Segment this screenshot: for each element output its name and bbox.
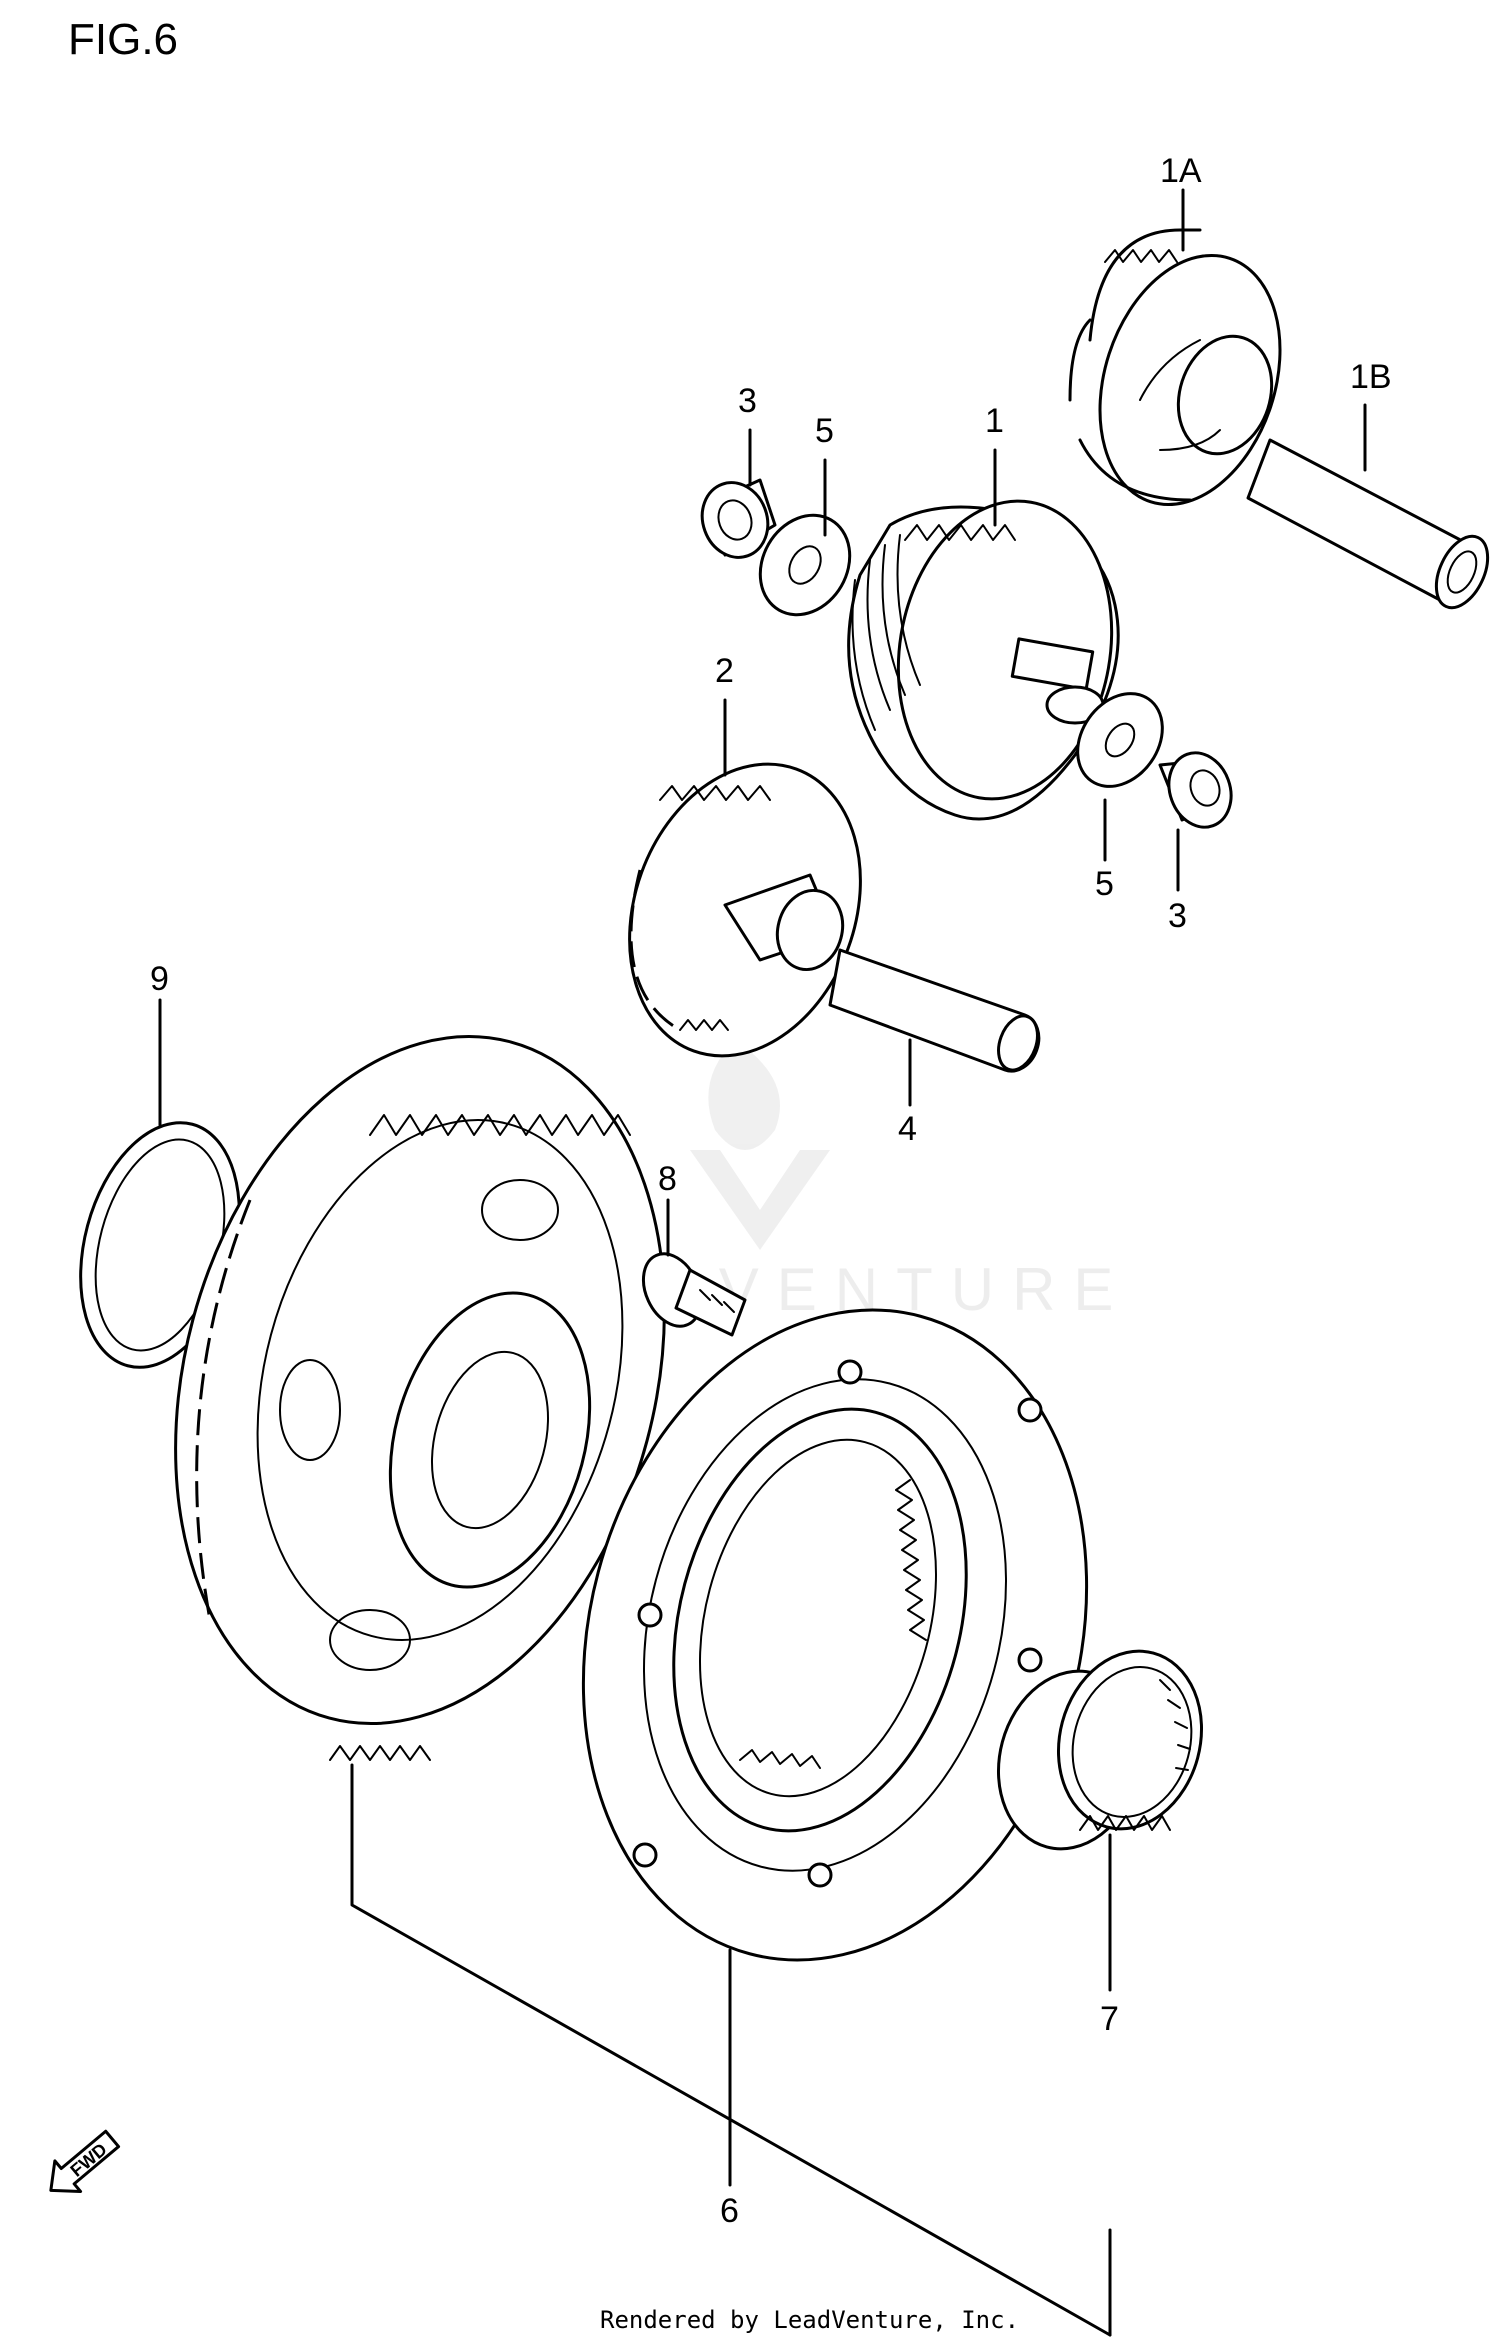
callout-2: 2 (715, 652, 734, 690)
part-5-washer-top[interactable] (743, 499, 868, 631)
callout-1a: 1A (1160, 152, 1202, 190)
part-2-idle-gear[interactable] (590, 731, 899, 1088)
callout-1: 1 (985, 402, 1004, 440)
footer-credit: Rendered by LeadVenture, Inc. (600, 2306, 1019, 2334)
part-6-clutch-housing[interactable] (513, 1253, 1157, 2017)
part-7-needle-bearing[interactable] (979, 1635, 1221, 1865)
part-3-bushing-top[interactable] (692, 473, 778, 566)
callout-5-top: 5 (815, 412, 834, 450)
part-1-clutch-gear-assembly[interactable] (847, 484, 1135, 821)
callout-4: 4 (898, 1110, 917, 1148)
callout-7: 7 (1100, 2000, 1119, 2038)
leader-lines (158, 188, 1367, 2337)
part-1b-shaft[interactable] (1246, 438, 1498, 616)
fwd-arrow-icon: FWD (49, 2129, 121, 2194)
part-8-bolt[interactable] (632, 1245, 747, 1337)
part-5-washer-bottom[interactable] (1060, 677, 1180, 803)
callout-8: 8 (658, 1160, 677, 1198)
callout-5-bottom: 5 (1095, 865, 1114, 903)
part-3-bushing-bottom[interactable] (1158, 744, 1241, 836)
callout-1b: 1B (1350, 358, 1392, 396)
part-6-starter-driven-gear[interactable] (102, 981, 737, 1779)
part-4-shaft[interactable] (828, 948, 1044, 1075)
callout-3-top: 3 (738, 382, 757, 420)
callout-3-bottom: 3 (1168, 897, 1187, 935)
callout-9: 9 (150, 960, 169, 998)
figure-title: FIG.6 (68, 15, 178, 64)
callout-6: 6 (720, 2192, 739, 2230)
part-1a-idle-gear[interactable] (1068, 228, 1311, 528)
